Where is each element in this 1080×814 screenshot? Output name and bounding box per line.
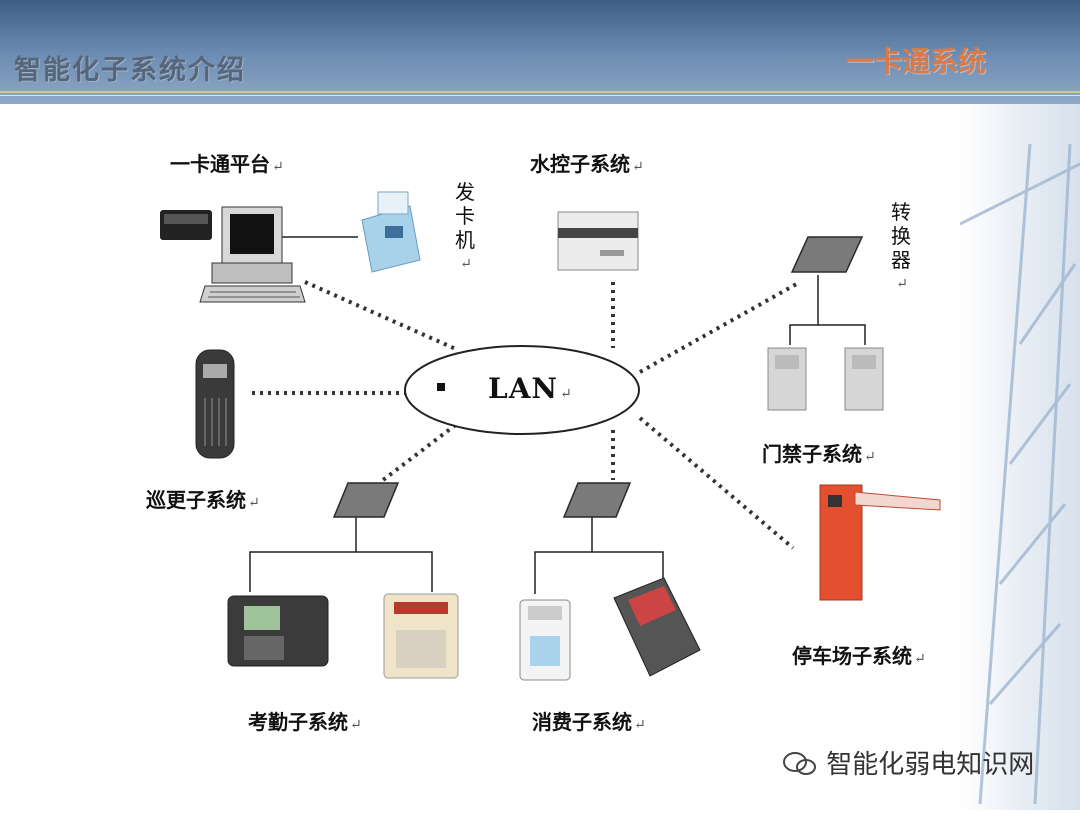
header-divider-thin [0, 95, 1080, 96]
label-converter: 转换器↵ [891, 200, 911, 292]
card-terminal-icon [613, 577, 701, 677]
attendance-terminal-icon [227, 595, 329, 667]
label-consumption: 消费子系统↵ [532, 710, 646, 734]
access-reader-icon [844, 347, 884, 411]
watermark-text: 智能化弱电知识网 [826, 750, 1035, 780]
wechat-icon [782, 750, 826, 780]
header-divider [0, 91, 1080, 93]
label-card-issuer: 发卡机↵ [455, 180, 475, 272]
link-parking [638, 416, 795, 550]
link-attendance [381, 418, 464, 482]
access-reader-icon [767, 347, 807, 411]
converter-switch-icon [790, 236, 864, 273]
lan-bullet [437, 383, 445, 391]
pc-workstation-icon [160, 206, 306, 303]
attendance-switch-icon [332, 482, 400, 518]
lan-ellipse [404, 345, 640, 435]
label-access-control: 门禁子系统↵ [762, 442, 876, 466]
crane-background [959, 104, 1080, 810]
link-converter [639, 280, 801, 374]
watermark: 智能化弱电知识网 [782, 744, 1034, 781]
label-attendance: 考勤子系统↵ [248, 710, 362, 734]
water-controller-icon [557, 211, 639, 271]
header-title: 智能化子系统介绍 [14, 55, 246, 86]
link-platform [304, 280, 459, 352]
pos-terminal-icon [519, 599, 571, 681]
consumption-switch-icon [562, 482, 632, 518]
label-parking: 停车场子系统↵ [792, 644, 926, 668]
attendance-keypad-icon [383, 593, 459, 679]
label-platform: 一卡通平台↵ [170, 152, 284, 176]
label-patrol: 巡更子系统↵ [146, 488, 260, 512]
patrol-device-icon [195, 349, 235, 459]
header-subtitle: 一卡通系统 [845, 45, 986, 78]
label-water-control: 水控子系统↵ [530, 152, 644, 176]
lan-label: LAN↵ [488, 372, 573, 405]
card-issuer-icon [361, 191, 421, 273]
slide-header: 智能化子系统介绍 一卡通系统 [0, 0, 1080, 104]
parking-barrier-icon [819, 484, 941, 601]
